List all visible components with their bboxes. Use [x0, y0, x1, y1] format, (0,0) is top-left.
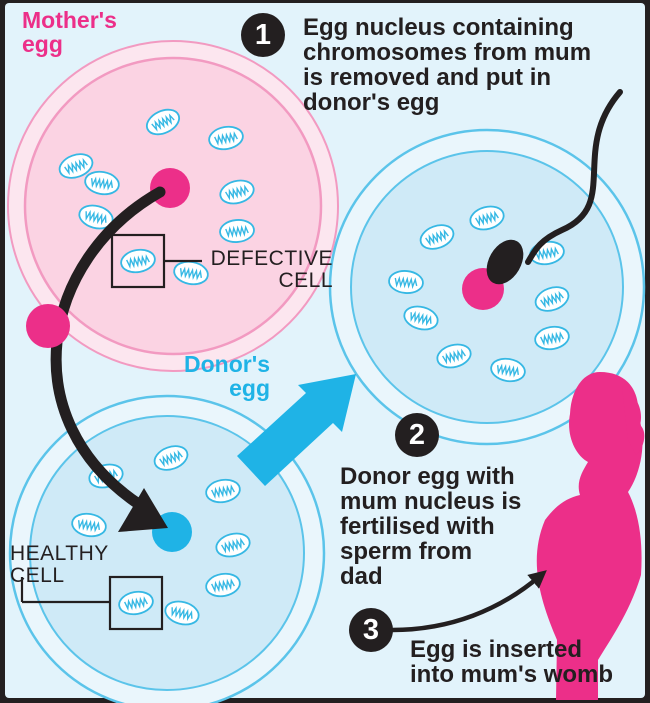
sperm — [486, 89, 623, 285]
defective-cell-callout — [110, 233, 202, 289]
transfer-arrow — [26, 186, 168, 532]
healthy-cell-callout — [20, 575, 164, 631]
donor-egg — [8, 394, 326, 703]
defective-cell-label: DEFECTIVE CELL — [210, 247, 333, 292]
moving-nucleus — [26, 304, 70, 348]
step-1-text: Egg nucleus containing chromosomes from … — [303, 14, 592, 116]
step-1-badge: 1 — [241, 13, 285, 57]
donor-egg-label: Donor's egg — [184, 351, 270, 401]
donor-egg-fertilised — [328, 128, 646, 446]
step-3-text: Egg is inserted into mum's womb — [410, 636, 614, 688]
healthy-cell-label: HEALTHY CELL — [10, 542, 109, 587]
womb-arrow — [389, 570, 547, 633]
step-2-badge: 2 — [395, 413, 439, 457]
step-3-badge: 3 — [349, 608, 393, 652]
pregnant-woman — [536, 372, 645, 700]
step-2-text: Donor egg with mum nucleus is fertilised… — [340, 463, 522, 590]
blue-arrow — [237, 374, 356, 486]
mother-egg — [7, 40, 339, 372]
mother-egg-label: Mother's egg — [22, 7, 117, 57]
